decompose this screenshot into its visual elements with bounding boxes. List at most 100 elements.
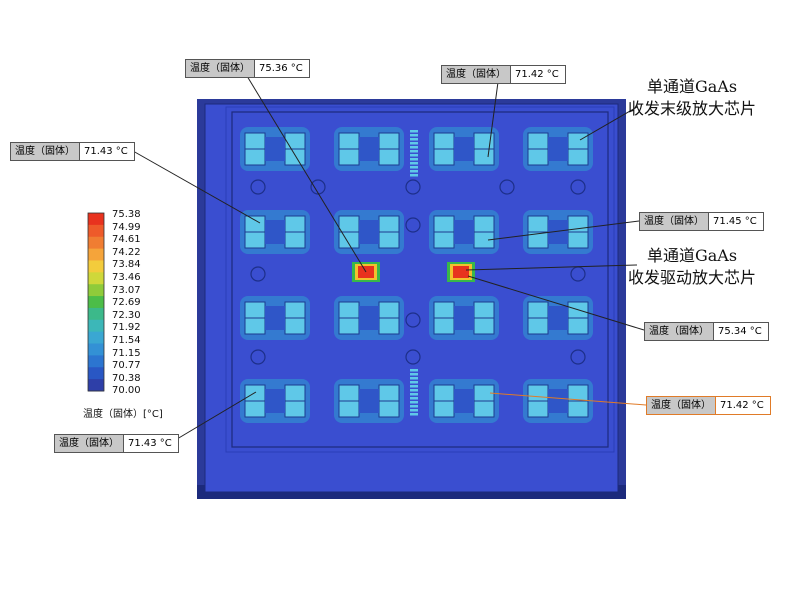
connector-pin-bottom [410,401,418,404]
legend-swatch [88,272,104,285]
probe-right-lower: 温度（固体） 71.42 °C [646,396,771,415]
probe-label: 温度（固体） [640,213,709,230]
connector-pin-bottom [410,413,418,416]
connector-pin-top [410,162,418,165]
connector-pin-top [410,134,418,137]
leader-line [132,150,261,224]
module-center [265,220,285,244]
module-center [548,220,568,244]
legend-tick-label: 70.00 [112,385,141,397]
module-center [359,220,379,244]
probe-label: 温度（固体） [645,323,714,340]
module-center [548,137,568,161]
legend-tick-label: 74.22 [112,246,141,258]
probe-label: 温度（固体） [11,143,80,160]
legend-swatch [88,355,104,368]
probe-value: 71.42 °C [511,66,565,83]
module-center [548,306,568,330]
connector-pin-bottom [410,389,418,392]
module-center [359,137,379,161]
connector-pin-top [410,174,418,177]
legend-swatch [88,331,104,345]
leader-line [489,392,647,406]
mount-hole [310,179,326,195]
mount-hole [250,179,266,195]
probe-left-upper: 温度（固体） 71.43 °C [10,142,135,161]
legend-bar-border [87,212,105,392]
mount-hole [405,179,421,195]
probe-top-right: 温度（固体） 71.42 °C [441,65,566,84]
legend-tick-label: 74.61 [112,234,141,246]
leader-line [171,391,257,443]
module-center [265,306,285,330]
connector-pin-bottom [410,409,418,412]
final-amp-line2: 收发末级放大芯片 [628,99,757,118]
legend-tick-label: 70.38 [112,372,141,384]
legend-title: 温度（固体）[°C] [83,409,163,420]
leader-line [487,220,640,241]
legend-swatch [88,319,104,333]
legend-swatch [88,296,104,309]
probe-label: 温度（固体） [647,397,716,414]
connector-pin-bottom [410,369,418,372]
legend-tick-label: 72.69 [112,297,141,309]
connector-pin-top [410,154,418,157]
legend-tick-label: 73.07 [112,284,141,296]
mount-hole [250,266,266,282]
driver-amp-chip-core [453,266,469,278]
probe-value: 75.36 °C [255,60,309,77]
leader-line [246,75,367,273]
legend-tick-label: 70.77 [112,360,141,372]
legend-swatch [88,224,104,238]
connector-pin-bottom [410,373,418,376]
module-center [454,389,474,413]
module-center [454,137,474,161]
connector-pin-top [410,166,418,169]
mount-hole [250,349,266,365]
module-center [454,220,474,244]
mount-hole [405,217,421,233]
legend-swatch [88,307,104,321]
connector-pin-bottom [410,381,418,384]
mount-hole [499,179,515,195]
leader-line [465,264,638,271]
module-center [359,306,379,330]
connector-pin-bottom [410,377,418,380]
connector-pin-top [410,146,418,149]
legend-swatch [88,343,104,356]
probe-value: 71.42 °C [716,397,770,414]
legend-swatch [88,284,104,297]
probe-top-left: 温度（固体） 75.36 °C [185,59,310,78]
connector-pin-bottom [410,397,418,400]
board-inner-frame [231,111,609,448]
probe-label: 温度（固体） [55,435,124,452]
mount-hole [405,312,421,328]
leader-line [487,81,499,158]
mount-hole [570,349,586,365]
legend-tick-label: 73.46 [112,271,141,283]
legend-swatch [88,213,104,226]
probe-label: 温度（固体） [186,60,255,77]
legend-tick-label: 75.38 [112,209,141,220]
module-center [548,389,568,413]
legend-tick-label: 72.30 [112,309,141,321]
connector-pin-bottom [410,393,418,396]
module-center [454,306,474,330]
connector-pin-top [410,170,418,173]
leader-line [579,106,638,141]
probe-value: 71.43 °C [124,435,178,452]
final-amp-annotation: 单通道GaAs 收发末级放大芯片 [628,76,756,120]
mount-hole [570,179,586,195]
legend-tick-label: 73.84 [112,259,141,271]
probe-bottom-left: 温度（固体） 71.43 °C [54,434,179,453]
legend-swatch [88,236,104,250]
module-center [265,389,285,413]
legend-tick-label: 74.99 [112,221,141,233]
connector-pin-top [410,138,418,141]
connector-pin-bottom [410,385,418,388]
probe-value: 71.45 °C [709,213,763,230]
final-amp-line1: 单通道GaAs [646,77,738,96]
module-center [265,137,285,161]
module-center [359,389,379,413]
